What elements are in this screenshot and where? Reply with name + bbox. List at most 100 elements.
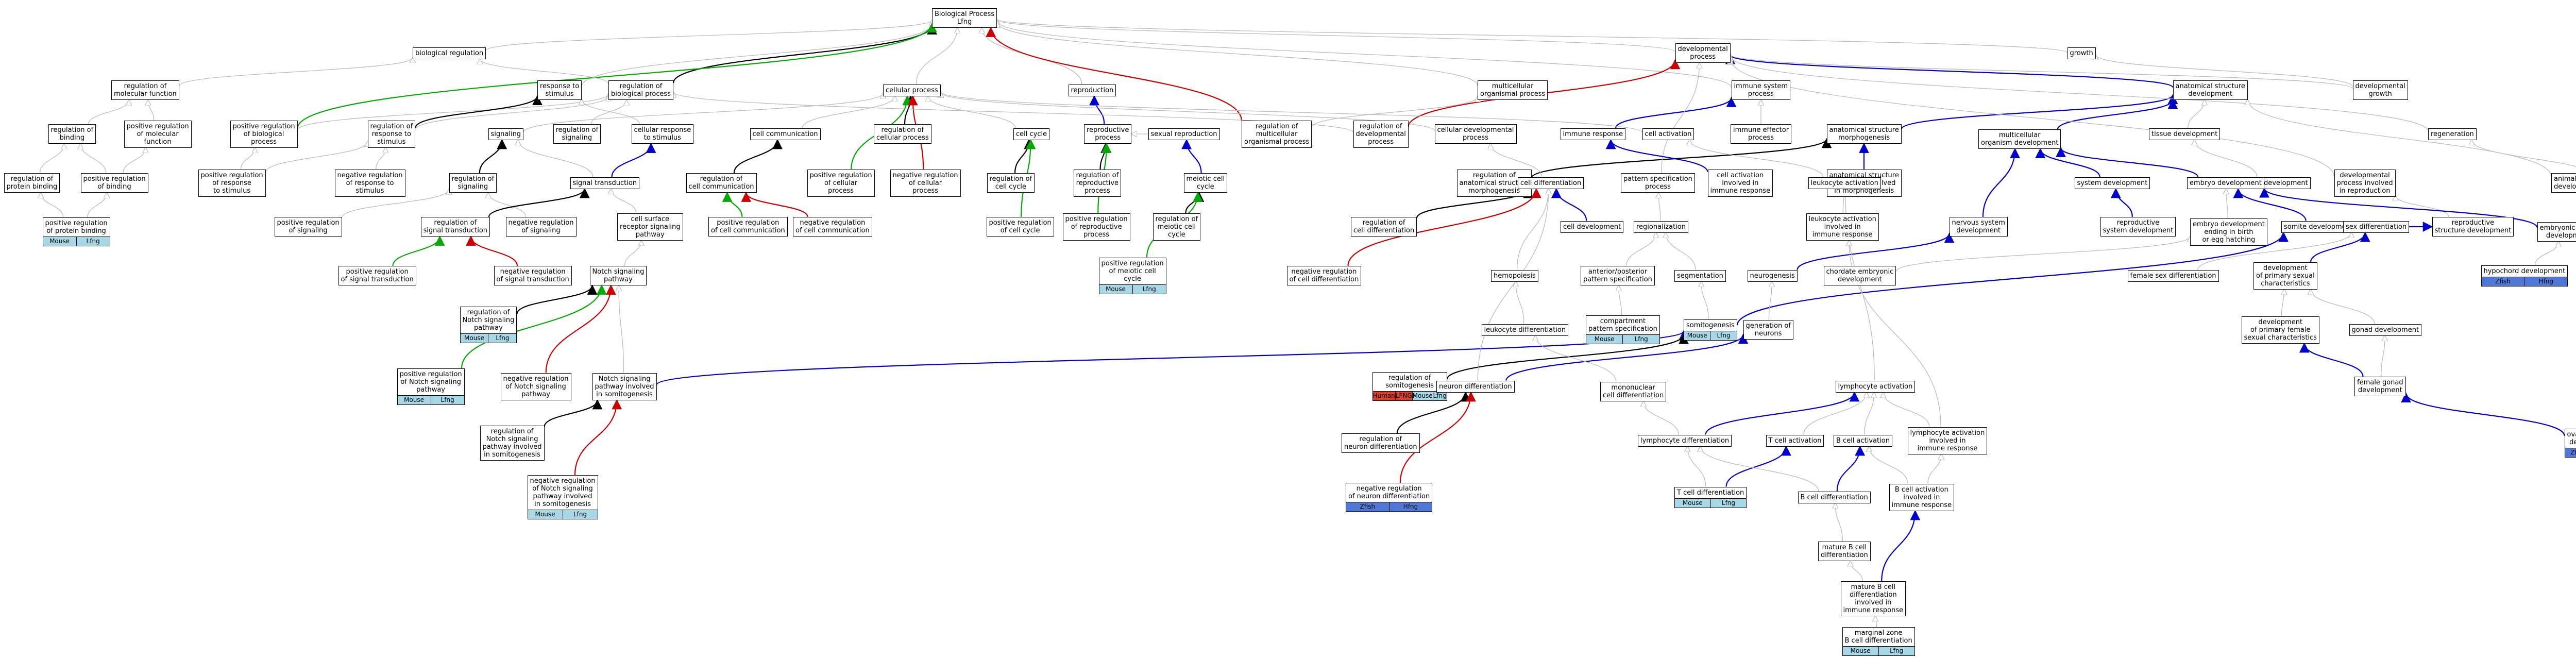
node-cellresp[interactable]: cellular response to stimulus xyxy=(631,124,694,144)
node-negregsigtrans[interactable]: negative regulation of signal transducti… xyxy=(494,266,572,285)
node-regsigtrans[interactable]: regulation of signal transduction xyxy=(420,217,490,237)
node-leukdiff[interactable]: leukocyte differentiation xyxy=(1481,324,1569,336)
node-apspec[interactable]: anterior/posterior pattern specification xyxy=(1581,266,1655,285)
node-posregnotch[interactable]: positive regulation of Notch signaling p… xyxy=(397,368,465,405)
node-cellact[interactable]: cell activation xyxy=(1642,128,1694,140)
node-hemopoiesis[interactable]: hemopoiesis xyxy=(1491,269,1538,282)
node-regeneration[interactable]: regeneration xyxy=(2428,128,2477,140)
node-bcelldiff[interactable]: B cell differentiation xyxy=(1798,491,1871,503)
node-negregcellcomm[interactable]: negative regulation of cell communicatio… xyxy=(793,217,872,237)
node-regbp[interactable]: regulation of biological process xyxy=(608,80,674,100)
node-embryoorgdev[interactable]: embryonic organ development xyxy=(2537,222,2576,242)
node-multorg[interactable]: multicellular organismal process xyxy=(1478,80,1548,100)
node-devprocrepro[interactable]: developmental process involved in reprod… xyxy=(2334,169,2396,197)
node-animalorgdev[interactable]: animal organ development xyxy=(2551,173,2576,193)
node-bp[interactable]: Biological Process Lfng xyxy=(932,8,997,28)
node-devgrowth[interactable]: developmental growth xyxy=(2352,80,2408,100)
node-lymphactimm[interactable]: lymphocyte activation involved in immune… xyxy=(1907,427,1988,454)
node-tissuedev[interactable]: tissue development xyxy=(2149,128,2221,140)
node-bcellact[interactable]: B cell activation xyxy=(1834,434,1892,447)
node-multdev[interactable]: multicellular organism development xyxy=(1978,129,2061,149)
node-anatmorph[interactable]: anatomical structure morphogenesis xyxy=(1826,124,1902,144)
node-nervdev[interactable]: nervous system development xyxy=(1949,217,2008,237)
node-posregmeiotic[interactable]: positive regulation of meiotic cell cycl… xyxy=(1098,257,1166,294)
node-reproproc[interactable]: reproductive process xyxy=(1084,124,1132,144)
node-posregreproproc[interactable]: positive regulation of reproductive proc… xyxy=(1062,213,1130,241)
node-regcellcycle[interactable]: regulation of cell cycle xyxy=(987,173,1035,193)
node-negregcellproc[interactable]: negative regulation of cellular process xyxy=(890,169,961,197)
node-somitedev[interactable]: somite development xyxy=(2281,221,2355,233)
node-resp[interactable]: response to stimulus xyxy=(537,80,582,100)
node-sigtrans[interactable]: signal transduction xyxy=(570,177,640,189)
node-reprosysdev[interactable]: reproductive system development xyxy=(2100,217,2176,237)
node-embryohatch[interactable]: embryo development ending in birth or eg… xyxy=(2190,218,2267,246)
node-regmeiotic[interactable]: regulation of meiotic cell cycle xyxy=(1153,213,1201,241)
node-regnotchsomito[interactable]: regulation of Notch signaling pathway in… xyxy=(480,426,545,461)
node-regcellproc[interactable]: regulation of cellular process xyxy=(874,124,931,144)
node-negregnotch[interactable]: negative regulation of Notch signaling p… xyxy=(500,373,571,400)
node-posregcellcycle[interactable]: positive regulation of cell cycle xyxy=(986,217,1054,237)
node-regsignaling2[interactable]: regulation of signaling xyxy=(449,173,497,193)
node-posregbp[interactable]: positive regulation of biological proces… xyxy=(230,120,298,148)
node-posregsignaling[interactable]: positive regulation of signaling xyxy=(274,217,342,237)
node-cellactimm[interactable]: cell activation involved in immune respo… xyxy=(1707,169,1773,197)
node-regcelldiff[interactable]: regulation of cell differentiation xyxy=(1351,217,1417,237)
node-anatdev[interactable]: anatomical structure development xyxy=(2173,80,2248,100)
node-maturebimm[interactable]: mature B cell differentiation involved i… xyxy=(1840,581,1906,616)
node-neurogenesis[interactable]: neurogenesis xyxy=(1747,269,1798,282)
node-regmultorg[interactable]: regulation of multicellular organismal p… xyxy=(1242,120,1312,148)
node-cellproc[interactable]: cellular process xyxy=(883,84,941,96)
node-negregresp[interactable]: negative regulation of response to stimu… xyxy=(334,169,405,197)
node-devproc[interactable]: developmental process xyxy=(1675,43,1731,63)
node-immeff[interactable]: immune effector process xyxy=(1731,124,1792,144)
node-leukactimm[interactable]: leukocyte activation involved in immune … xyxy=(1806,213,1879,241)
node-signaling[interactable]: signaling xyxy=(488,128,524,140)
node-notchsomito[interactable]: Notch signaling pathway involved in somi… xyxy=(592,373,657,400)
node-regneurondiff[interactable]: regulation of neuron differentiation xyxy=(1342,433,1420,453)
node-mononuc[interactable]: mononuclear cell differentiation xyxy=(1600,382,1667,401)
node-matureb[interactable]: mature B cell differentiation xyxy=(1818,542,1871,561)
node-regdevproc[interactable]: regulation of developmental process xyxy=(1353,120,1409,148)
node-lymphdiff[interactable]: lymphocyte differentiation xyxy=(1638,434,1732,447)
node-femalesexdiff[interactable]: female sex differentiation xyxy=(2127,269,2219,282)
node-patspec[interactable]: pattern specification process xyxy=(1621,173,1695,193)
node-embryodev[interactable]: embryo development xyxy=(2187,177,2264,189)
node-regprotbind[interactable]: regulation of protein binding xyxy=(4,173,60,193)
node-genneurons[interactable]: generation of neurons xyxy=(1743,320,1793,340)
node-celldevproc[interactable]: cellular developmental process xyxy=(1434,124,1517,144)
node-lymphact[interactable]: lymphocyte activation xyxy=(1835,380,1916,393)
node-meiotic[interactable]: meiotic cell cycle xyxy=(1183,173,1228,193)
node-regsignaling[interactable]: regulation of signaling xyxy=(553,124,601,144)
node-negregnotchsomito[interactable]: negative regulation of Notch signaling p… xyxy=(527,475,598,519)
node-celldiff[interactable]: cell differentiation xyxy=(1518,177,1584,189)
node-devprimfemale[interactable]: development of primary female sexual cha… xyxy=(2241,316,2319,344)
node-regresp[interactable]: regulation of response to stimulus xyxy=(367,120,416,148)
node-segmentation[interactable]: segmentation xyxy=(1674,269,1726,282)
node-regionalization[interactable]: regionalization xyxy=(1634,221,1688,233)
node-sysdev[interactable]: system development xyxy=(2074,177,2150,189)
node-posregcellproc[interactable]: positive regulation of cellular process xyxy=(807,169,875,197)
node-posregcellcomm[interactable]: positive regulation of cell communicatio… xyxy=(708,217,788,237)
node-bioreg[interactable]: biological regulation xyxy=(413,47,486,59)
node-posregresp[interactable]: positive regulation of response to stimu… xyxy=(198,169,266,197)
node-leukact[interactable]: leukocyte activation xyxy=(1808,177,1881,189)
node-negregsignaling[interactable]: negative regulation of signaling xyxy=(505,217,577,237)
node-negregcelldiff[interactable]: negative regulation of cell differentiat… xyxy=(1286,266,1362,285)
node-posregmolfn[interactable]: positive regulation of molecular functio… xyxy=(124,120,192,148)
node-sexdiff[interactable]: sex differentiation xyxy=(2343,221,2410,233)
node-tcellact[interactable]: T cell activation xyxy=(1766,434,1824,447)
node-notchsig[interactable]: Notch signaling pathway xyxy=(589,266,647,285)
node-bcellactimm[interactable]: B cell activation involved in immune res… xyxy=(1889,483,1955,511)
node-immresp[interactable]: immune response xyxy=(1560,128,1626,140)
node-negregneurondiff[interactable]: negative regulation of neuron differenti… xyxy=(1346,483,1433,512)
node-devprimsex[interactable]: development of primary sexual characteri… xyxy=(2253,262,2317,290)
node-posregbind[interactable]: positive regulation of binding xyxy=(80,173,148,193)
node-growth[interactable]: growth xyxy=(2067,47,2096,59)
